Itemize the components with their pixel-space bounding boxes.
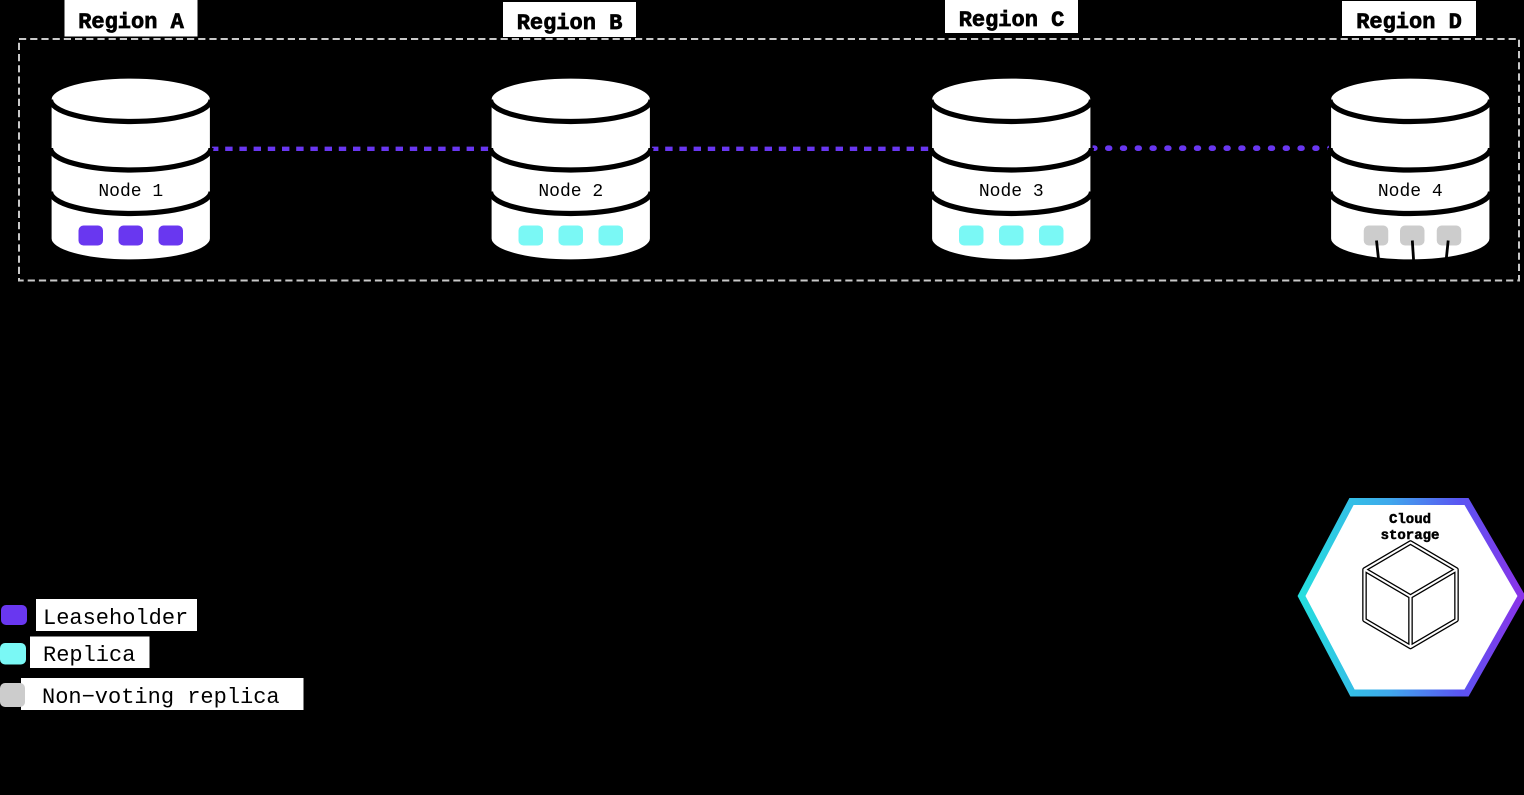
svg-text:Non−voting replica: Non−voting replica xyxy=(42,685,280,710)
svg-text:Node 2: Node 2 xyxy=(538,182,603,202)
svg-text:Leaseholder: Leaseholder xyxy=(43,606,188,631)
svg-text:Region B: Region B xyxy=(517,11,623,36)
svg-text:Replica: Replica xyxy=(43,643,135,668)
svg-text:Region D: Region D xyxy=(1356,10,1462,35)
svg-text:storage: storage xyxy=(1381,528,1440,544)
svg-text:Node 4: Node 4 xyxy=(1378,182,1443,202)
svg-text:Cloud: Cloud xyxy=(1389,512,1431,528)
svg-text:Region A: Region A xyxy=(78,10,184,35)
svg-text:Node 3: Node 3 xyxy=(979,182,1044,202)
svg-text:Region C: Region C xyxy=(959,8,1065,33)
svg-text:Node 1: Node 1 xyxy=(98,182,163,202)
